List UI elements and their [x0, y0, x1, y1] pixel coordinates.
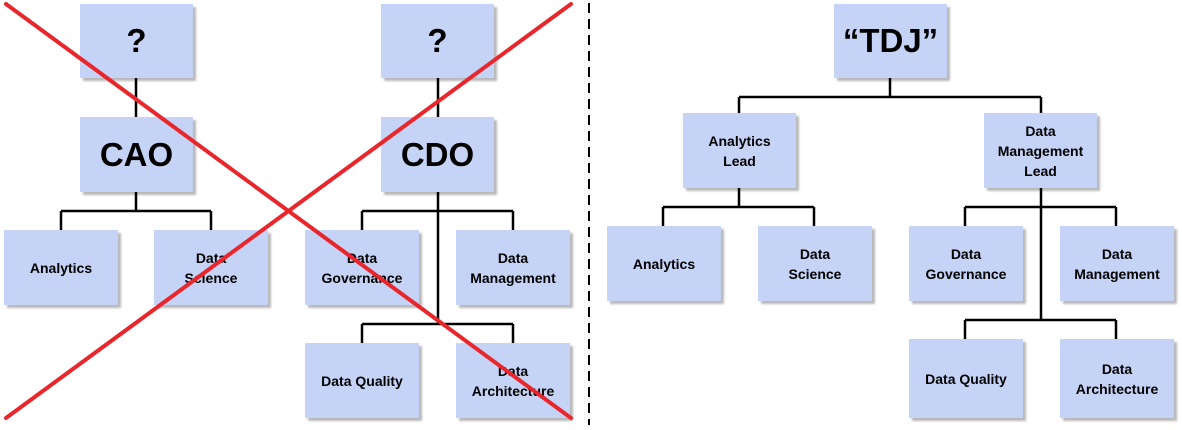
- left-data-quality-box: Data Quality: [305, 343, 419, 418]
- right-analytics-box: Analytics: [607, 226, 721, 301]
- cdo-label: CDO: [400, 135, 475, 173]
- right-data-governance-box: Data Governance: [909, 226, 1023, 301]
- left-question-label-2: ?: [427, 22, 448, 59]
- right-data-management-label: Data Management: [1074, 245, 1160, 282]
- left-question-box-1: ?: [80, 4, 193, 78]
- cao-label: CAO: [99, 135, 174, 173]
- right-data-science-box: Data Science: [758, 226, 872, 301]
- analytics-lead-box: Analytics Lead: [683, 113, 796, 188]
- left-data-architecture-label: Data Architecture: [471, 362, 555, 399]
- right-analytics-label: Analytics: [632, 255, 696, 272]
- right-data-science-label: Data Science: [788, 245, 842, 282]
- right-data-quality-label: Data Quality: [925, 370, 1007, 387]
- right-data-architecture-label: Data Architecture: [1075, 360, 1159, 397]
- left-question-box-2: ?: [381, 4, 494, 78]
- right-data-governance-label: Data Governance: [925, 245, 1007, 282]
- tdj-box: “TDJ”: [834, 4, 947, 78]
- left-data-management-box: Data Management: [456, 230, 570, 305]
- right-data-architecture-box: Data Architecture: [1060, 339, 1174, 418]
- analytics-lead-label: Analytics Lead: [708, 132, 771, 169]
- data-management-lead-box: Data Management Lead: [984, 113, 1097, 188]
- left-question-label-1: ?: [126, 22, 147, 59]
- right-data-management-box: Data Management: [1060, 226, 1174, 301]
- right-data-quality-box: Data Quality: [909, 339, 1023, 418]
- data-management-lead-label: Data Management Lead: [997, 122, 1084, 179]
- left-analytics-label: Analytics: [29, 259, 93, 276]
- left-data-management-label: Data Management: [470, 249, 556, 286]
- left-data-quality-label: Data Quality: [321, 372, 403, 389]
- cdo-box: CDO: [381, 117, 494, 192]
- left-analytics-box: Analytics: [4, 230, 118, 305]
- tdj-label: “TDJ”: [842, 22, 939, 59]
